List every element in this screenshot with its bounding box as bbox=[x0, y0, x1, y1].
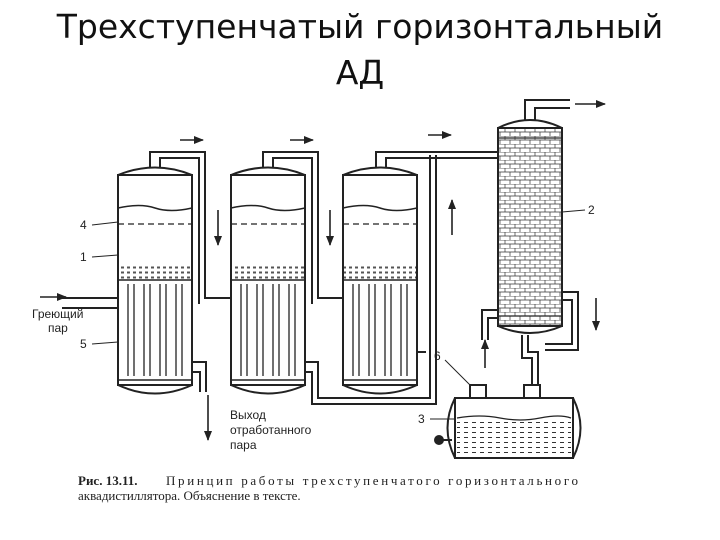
slide-title: Трехступенчатый горизонтальный АД bbox=[0, 4, 720, 96]
label-exhaust-line-1: Выход bbox=[230, 408, 266, 422]
pipes bbox=[62, 99, 579, 405]
caption-line-1: Принцип работы трехступенчатого горизонт… bbox=[166, 473, 578, 488]
label-exhaust-line-3: пара bbox=[230, 438, 257, 452]
slide-title-line-1: Трехступенчатый горизонтальный bbox=[56, 7, 664, 46]
slide-title-line-2: АД bbox=[335, 53, 385, 92]
label-heating-steam-line-2: пар bbox=[48, 321, 68, 335]
label-1: 1 bbox=[80, 250, 87, 264]
label-6: 6 bbox=[434, 349, 441, 363]
evaporator-1 bbox=[117, 166, 193, 395]
label-heating-steam-line-1: Греющий bbox=[32, 307, 83, 321]
label-3: 3 bbox=[418, 412, 425, 426]
label-exhaust-line-2: отработанного bbox=[230, 423, 312, 437]
flow-arrows bbox=[40, 100, 606, 441]
caption-prefix: Рис. 13.11. bbox=[78, 473, 137, 488]
evaporator-3 bbox=[342, 166, 418, 395]
caption-line-2: аквадистиллятора. Объяснение в тексте. bbox=[78, 488, 301, 503]
leader-lines bbox=[91, 209, 586, 420]
condenser bbox=[497, 119, 563, 334]
label-2: 2 bbox=[588, 203, 595, 217]
label-4: 4 bbox=[80, 218, 87, 232]
evaporator-2 bbox=[230, 166, 306, 395]
collector-tank bbox=[434, 397, 582, 459]
label-5: 5 bbox=[80, 337, 87, 351]
